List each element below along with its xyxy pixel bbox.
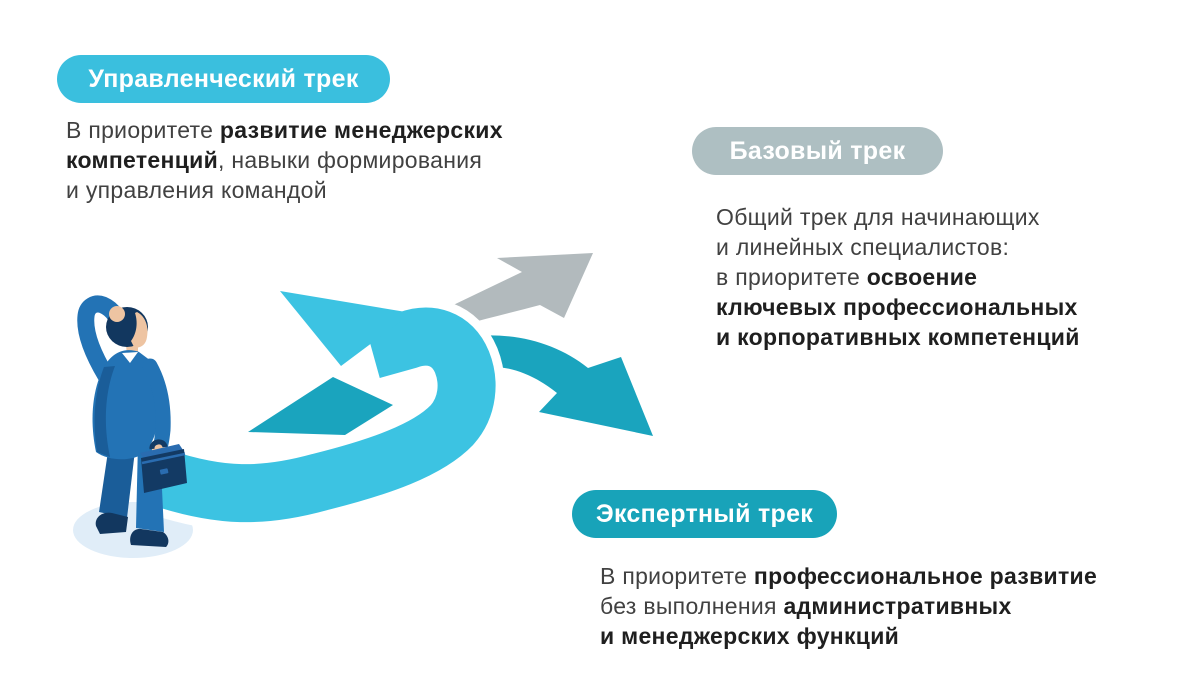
- briefcase-lock: [159, 468, 169, 475]
- hand-on-head: [109, 306, 125, 322]
- badge-basic-track: Базовый трек: [692, 127, 943, 175]
- torso-shade: [94, 366, 115, 457]
- badge-expert-label: Экспертный трек: [595, 499, 814, 528]
- badge-management-label: Управленческий трек: [88, 64, 359, 93]
- collar: [122, 352, 138, 363]
- badge-basic-label: Базовый трек: [729, 136, 906, 165]
- badge-expert-track: Экспертный трек: [572, 490, 837, 538]
- shoe-left: [95, 512, 128, 534]
- road-arrowhead: [280, 291, 412, 366]
- badge-management-track: Управленческий трек: [57, 55, 390, 103]
- businessman-illustration: [77, 295, 187, 547]
- teal-arrow-tail: [248, 377, 393, 435]
- briefcase-seam: [141, 452, 186, 465]
- shoe-right: [130, 528, 169, 547]
- face: [131, 312, 148, 348]
- briefcase-handle: [149, 439, 168, 450]
- road-arrow: [152, 307, 496, 523]
